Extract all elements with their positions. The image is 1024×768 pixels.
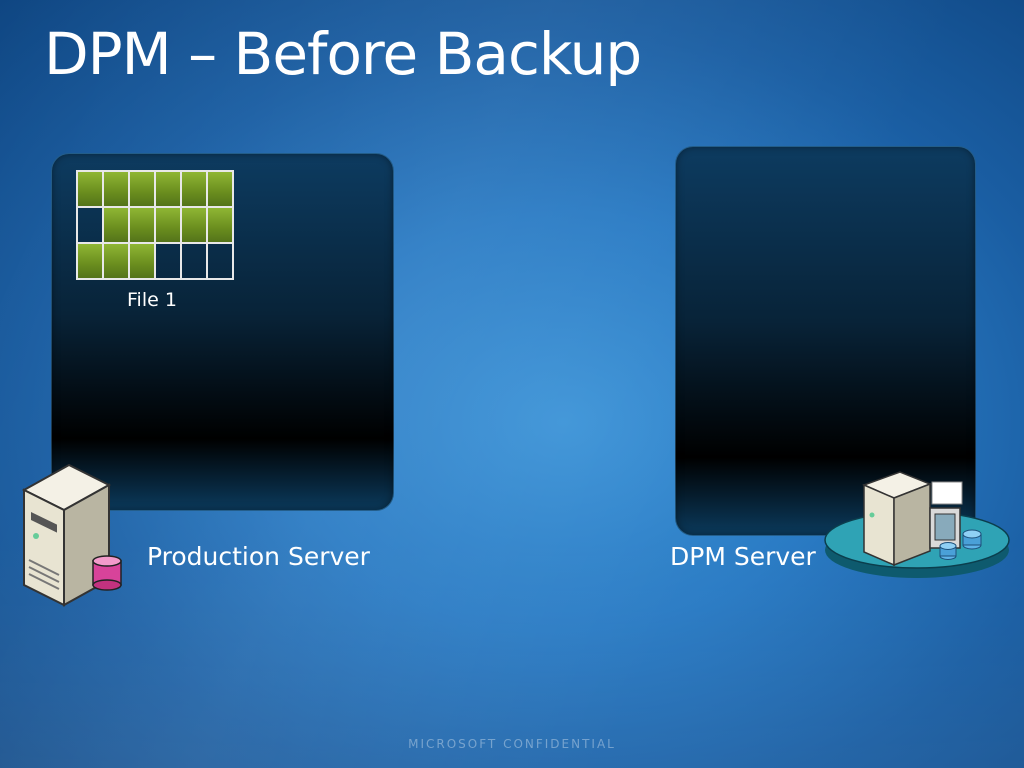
production-server-label: Production Server bbox=[147, 542, 370, 571]
file-block-r3-c3 bbox=[129, 243, 155, 279]
file-block-r2-c4 bbox=[155, 207, 181, 243]
file-block-r1-c5 bbox=[181, 171, 207, 207]
confidential-footer: MICROSOFT CONFIDENTIAL bbox=[408, 737, 616, 751]
file-block-r2-c1 bbox=[77, 207, 103, 243]
file-block-r3-c4 bbox=[155, 243, 181, 279]
file-block-r3-c1 bbox=[77, 243, 103, 279]
server-tower-icon bbox=[21, 463, 112, 607]
file-block-r1-c6 bbox=[207, 171, 233, 207]
file-block-r2-c2 bbox=[103, 207, 129, 243]
file-block-r3-c2 bbox=[103, 243, 129, 279]
file-block-r3-c6 bbox=[207, 243, 233, 279]
file-block-r2-c5 bbox=[181, 207, 207, 243]
file-1-block-grid bbox=[76, 170, 234, 280]
slide-title: DPM – Before Backup bbox=[44, 20, 642, 88]
file-block-r1-c2 bbox=[103, 171, 129, 207]
file-block-r1-c3 bbox=[129, 171, 155, 207]
file-block-r2-c3 bbox=[129, 207, 155, 243]
file-block-r1-c1 bbox=[77, 171, 103, 207]
file-block-r3-c5 bbox=[181, 243, 207, 279]
file-block-r2-c6 bbox=[207, 207, 233, 243]
file-block-r1-c4 bbox=[155, 171, 181, 207]
database-icon bbox=[92, 555, 122, 591]
file-1-label: File 1 bbox=[127, 289, 177, 311]
dpm-server-platform-icon bbox=[824, 471, 1010, 578]
dpm-server-label: DPM Server bbox=[670, 542, 816, 571]
